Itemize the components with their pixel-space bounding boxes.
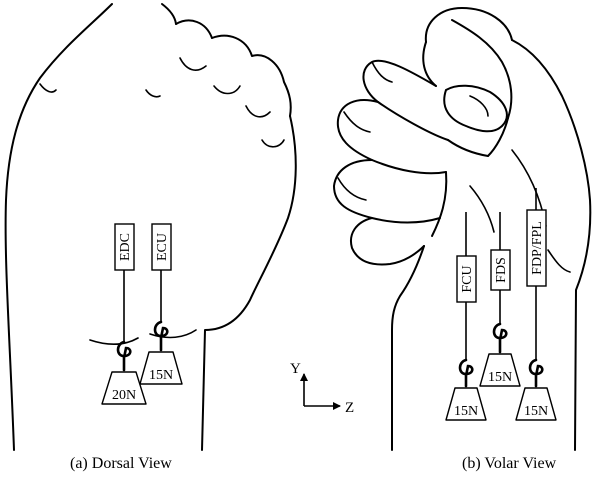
fdp-fpl-weight: [515, 387, 557, 421]
volar-caption: (b) Volar View: [462, 455, 557, 472]
fcu-hook: [458, 358, 474, 388]
fds-weight: [479, 353, 521, 387]
tendon-fds: FDS 15N: [479, 212, 521, 387]
fcu-weight-label: 15N: [454, 404, 478, 419]
ecu-hook: [153, 320, 169, 352]
volar-hand-outline: [333, 7, 592, 451]
fds-weight-label: 15N: [488, 370, 512, 385]
tendon-fcu: FCU 15N: [445, 212, 487, 421]
ecu-label: ECU: [155, 233, 170, 261]
fdp-fpl-weight-label: 15N: [524, 404, 548, 419]
edc-weight: [101, 371, 147, 405]
fdp-fpl-label: FDP/FPL: [530, 221, 545, 275]
coordinate-axes: Y Z: [290, 361, 354, 416]
dorsal-hand-outline: [4, 3, 297, 451]
fds-label: FDS: [494, 257, 509, 283]
fdp-fpl-hook: [528, 358, 544, 388]
edc-label: EDC: [118, 233, 133, 261]
tendon-edc: EDC 20N: [101, 223, 147, 405]
edc-weight-label: 20N: [112, 388, 136, 403]
fcu-label: FCU: [460, 265, 475, 292]
tendon-ecu: ECU 15N: [139, 223, 183, 385]
ecu-weight: [139, 351, 183, 385]
tendon-fdp-fpl: FDP/FPL 15N: [515, 188, 557, 421]
z-axis-label: Z: [345, 400, 354, 416]
fcu-weight: [445, 387, 487, 421]
y-axis-label: Y: [290, 361, 301, 377]
dorsal-caption: (a) Dorsal View: [70, 455, 172, 472]
ecu-weight-label: 15N: [149, 368, 173, 383]
fds-hook: [492, 322, 508, 354]
edc-hook: [116, 340, 132, 372]
